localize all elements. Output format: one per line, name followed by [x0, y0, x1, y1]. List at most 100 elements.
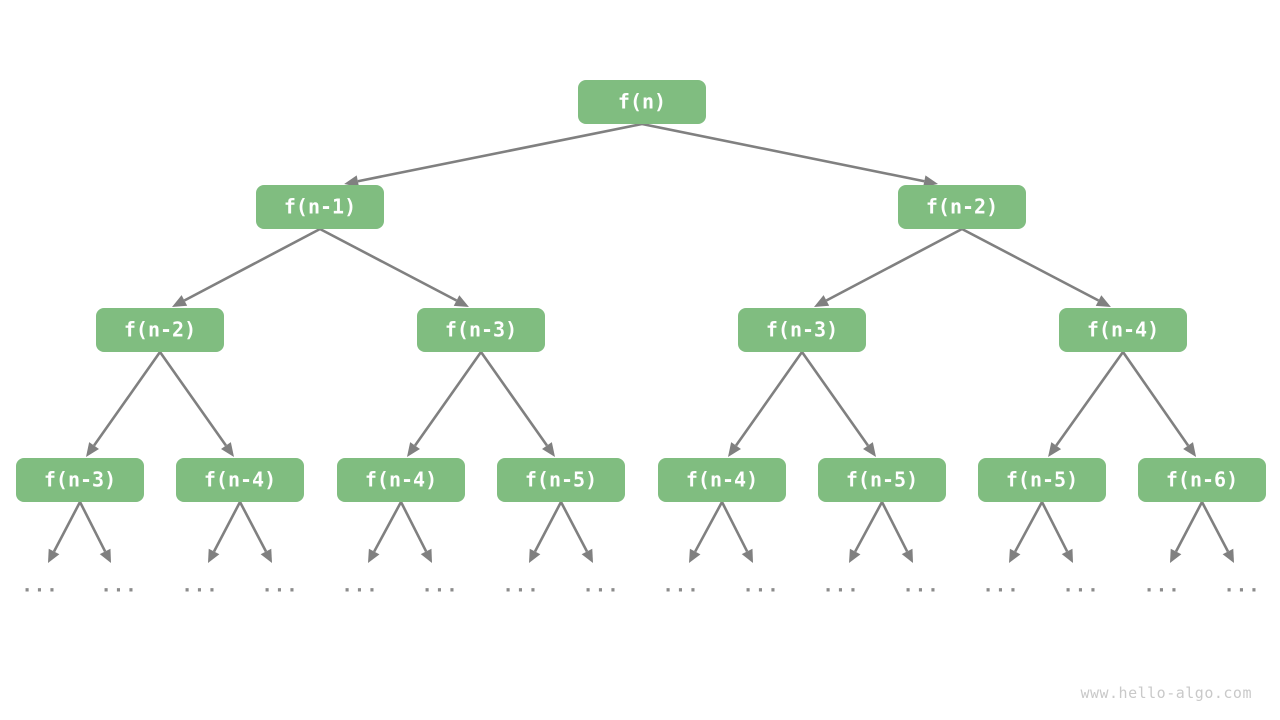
arrow-head-icon [1222, 548, 1234, 563]
ellipsis-layer: ........................................… [21, 575, 1260, 597]
arrow-head-icon [689, 548, 701, 563]
tree-edge-n3 [172, 227, 321, 307]
node-box[interactable] [818, 458, 946, 502]
tree-edge-n4 [319, 227, 469, 307]
tree-node[interactable]: f(n-1) [256, 185, 384, 229]
arrow-head-icon [1170, 548, 1182, 563]
tree-edge-n2 [641, 122, 938, 188]
edge-line [183, 227, 321, 302]
arrow-head-icon [260, 548, 272, 563]
tree-node[interactable]: f(n-5) [978, 458, 1106, 502]
tree-edge-ellipsis-9 [720, 501, 753, 563]
edge-line [694, 501, 724, 553]
tree-edge-n1 [344, 122, 643, 188]
node-box[interactable] [337, 458, 465, 502]
edge-line [1055, 351, 1125, 447]
ellipsis-label: ... [1062, 575, 1099, 597]
arrow-head-icon [208, 548, 220, 563]
edge-line [559, 501, 589, 553]
node-label: f(n-4) [1087, 318, 1159, 342]
edge-line [399, 501, 428, 552]
node-label: f(n-5) [846, 468, 918, 492]
node-box[interactable] [417, 308, 545, 352]
arrow-head-icon [1048, 442, 1062, 457]
tree-edge-ellipsis-15 [1200, 501, 1234, 563]
node-label: f(n-2) [926, 195, 998, 219]
node-box[interactable] [176, 458, 304, 502]
tree-edge-n9 [407, 351, 483, 457]
arrow-head-icon [849, 548, 861, 563]
edge-line [357, 122, 643, 183]
tree-edge-ellipsis-1 [78, 501, 111, 563]
tree-edge-ellipsis-7 [559, 501, 593, 563]
edge-line [533, 501, 563, 553]
edge-line [1040, 501, 1069, 552]
tree-node[interactable]: f(n-5) [818, 458, 946, 502]
arrow-head-icon [542, 442, 555, 457]
arrow-head-icon [1095, 295, 1111, 307]
tree-node[interactable]: f(n-4) [658, 458, 786, 502]
edge-line [319, 227, 458, 302]
arrow-head-icon [923, 175, 938, 188]
edge-line [212, 501, 242, 553]
edge-line [78, 501, 107, 552]
edge-line [93, 351, 162, 447]
edge-line [414, 351, 483, 447]
edge-line [800, 351, 869, 447]
edge-line [854, 501, 884, 553]
arrow-head-icon [1061, 548, 1073, 563]
tree-node[interactable]: f(n-3) [417, 308, 545, 352]
node-box[interactable] [1138, 458, 1266, 502]
node-label: f(n-3) [766, 318, 838, 342]
arrow-head-icon [172, 295, 188, 307]
ellipsis-label: ... [502, 575, 539, 597]
node-box[interactable] [978, 458, 1106, 502]
arrow-head-icon [529, 548, 541, 563]
ellipsis-label: ... [421, 575, 458, 597]
node-box[interactable] [1059, 308, 1187, 352]
tree-edge-ellipsis-11 [880, 501, 913, 563]
ellipsis-label: ... [742, 575, 779, 597]
ellipsis-label: ... [1223, 575, 1260, 597]
tree-edge-ellipsis-3 [238, 501, 272, 563]
ellipsis-label: ... [662, 575, 699, 597]
node-box[interactable] [898, 185, 1026, 229]
tree-node[interactable]: f(n-5) [497, 458, 625, 502]
tree-node[interactable]: f(n-4) [337, 458, 465, 502]
node-box[interactable] [578, 80, 706, 124]
tree-node[interactable]: f(n-3) [738, 308, 866, 352]
tree-node[interactable]: f(n) [578, 80, 706, 124]
tree-node[interactable]: f(n-3) [16, 458, 144, 502]
node-label: f(n-3) [44, 468, 116, 492]
tree-edge-n14 [1121, 351, 1197, 457]
arrow-head-icon [344, 175, 360, 188]
node-box[interactable] [16, 458, 144, 502]
tree-node[interactable]: f(n-2) [898, 185, 1026, 229]
ellipsis-label: ... [1143, 575, 1180, 597]
tree-node[interactable]: f(n-2) [96, 308, 224, 352]
tree-edge-ellipsis-0 [48, 501, 82, 563]
tree-node[interactable]: f(n-4) [1059, 308, 1187, 352]
edge-line [1200, 501, 1230, 553]
node-label: f(n-4) [204, 468, 276, 492]
edge-line [641, 122, 925, 183]
tree-edge-ellipsis-8 [689, 501, 724, 563]
arrow-head-icon [741, 548, 753, 563]
edge-line [479, 351, 548, 447]
node-box[interactable] [96, 308, 224, 352]
tree-edge-n5 [814, 227, 963, 307]
ellipsis-label: ... [982, 575, 1019, 597]
node-box[interactable] [658, 458, 786, 502]
node-box[interactable] [738, 308, 866, 352]
tree-edge-ellipsis-12 [1009, 501, 1044, 563]
ellipsis-label: ... [21, 575, 58, 597]
tree-node[interactable]: f(n-4) [176, 458, 304, 502]
arrow-head-icon [901, 548, 913, 563]
arrow-head-icon [814, 295, 830, 307]
tree-node[interactable]: f(n-6) [1138, 458, 1266, 502]
node-box[interactable] [256, 185, 384, 229]
node-box[interactable] [497, 458, 625, 502]
tree-edge-ellipsis-14 [1170, 501, 1204, 563]
